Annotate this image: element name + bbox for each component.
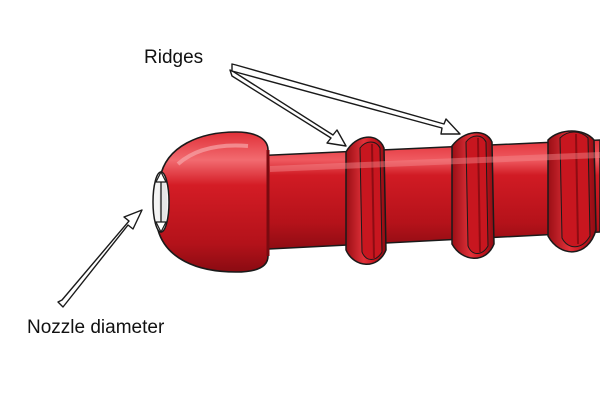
nozzle-diameter-label: Nozzle diameter — [27, 317, 165, 338]
ridge-1 — [345, 136, 387, 265]
ridge-2 — [451, 132, 495, 259]
ridges-pointer-arrow-2 — [231, 63, 461, 135]
ridge-3 — [547, 130, 597, 253]
tube-highlight — [270, 152, 600, 172]
ridges-pointer-arrow-1 — [229, 69, 347, 147]
diameter-double-arrow-icon — [155, 170, 167, 234]
nozzle-cap — [155, 131, 270, 273]
nozzle-pointer-arrow — [57, 209, 143, 308]
ridges-label: Ridges — [144, 47, 204, 68]
